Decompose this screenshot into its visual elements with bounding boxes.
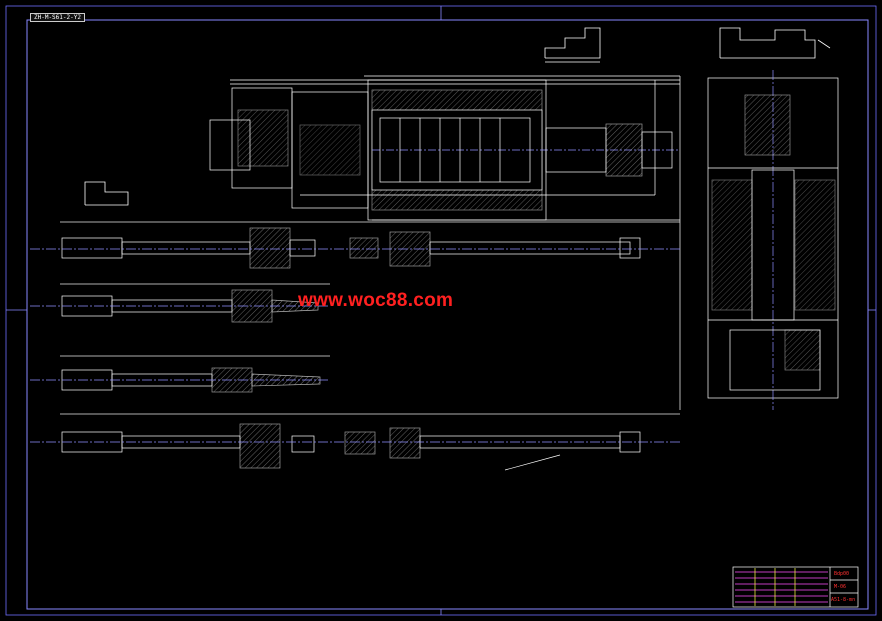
detail-box-left	[84, 181, 129, 206]
title-block-line-3: A51-8-mn	[831, 597, 856, 603]
tool-shaft-row-2	[30, 283, 330, 323]
tool-shaft-row-4	[30, 413, 680, 471]
title-block-line-2: M-06	[834, 584, 847, 590]
main-spindle-assembly	[209, 75, 681, 410]
vertical-section-view	[707, 70, 839, 410]
section-view-small-right	[719, 27, 831, 59]
section-view-small-left	[544, 27, 601, 63]
title-block	[732, 566, 859, 608]
drawing-frame	[5, 5, 877, 616]
tool-shaft-row-1	[30, 221, 680, 269]
sheet-code-tag: ZH-M-S61-2-Y2	[30, 13, 85, 22]
tool-shaft-row-3	[30, 355, 330, 393]
title-block-line-1: Bdp00	[834, 571, 850, 577]
watermark-text: www.woc88.com	[298, 290, 454, 311]
